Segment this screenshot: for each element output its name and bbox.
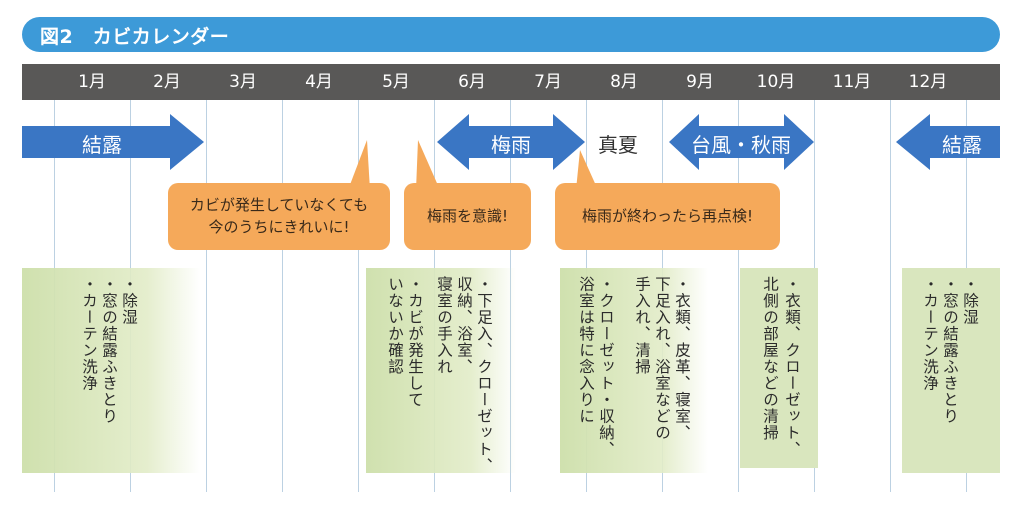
rainy-season-label: 梅雨 [491,133,531,157]
callout-after-rainy: 梅雨が終わったら再点検! [555,183,780,250]
midsummer-label: 真夏 [598,133,638,157]
month-label-feb: 2月 [153,72,181,92]
task-text-jan: ・除湿 [120,276,138,326]
typhoon-label: 台風・秋雨 [691,133,791,157]
task-text-sep: 手入れ、清掃 [633,276,651,375]
month-label-dec: 12月 [908,72,948,92]
task-text-jan: ・窓の結露ふきとり [100,276,118,425]
month-label-sep: 9月 [686,72,714,92]
task-text-dec: ・除湿 [961,276,979,326]
month-label-nov: 11月 [832,72,872,92]
typhoon-arrow [669,114,814,170]
task-panel-oct [740,268,818,468]
dew-arrow-left [22,114,204,170]
rainy-season-arrow [437,114,585,170]
callout-tail [576,150,598,190]
month-label-oct: 10月 [756,72,796,92]
grid-line [282,100,283,492]
task-text-oct: 北側の部屋などの清掃 [761,276,779,441]
grid-line [738,100,739,492]
callout-tail [416,140,440,190]
task-text-oct: ・衣類、クローゼット、 [783,276,801,458]
grid-line [206,100,207,492]
task-panel-dec [902,268,1000,473]
task-text-may: ・下足入、クローゼット、 [475,276,493,474]
task-text-may: いないか確認 [386,276,404,375]
month-label-jul: 7月 [534,72,562,92]
callout-spring: カビが発生していなくても 今のうちにきれいに! [168,183,390,250]
callout-rainy-text: 梅雨を意識! [426,206,508,225]
task-text-sep: 下足入れ、浴室などの [653,276,671,441]
callout-rainy: 梅雨を意識! [404,183,531,250]
task-text-sep: ・衣類、皮革、寝室、 [673,276,691,441]
month-label-aug: 8月 [610,72,638,92]
task-text-may: 寝室の手入れ [435,276,453,375]
grid-line [358,100,359,492]
task-text-may: 収納、浴室、 [455,276,473,375]
task-text-jan: ・カーテン洗浄 [80,276,98,392]
dew-label-right: 結露 [942,133,982,157]
task-text-dec: ・窓の結露ふきとり [941,276,959,425]
task-panel-jan [22,268,200,473]
callout-tail [348,140,370,190]
callout-spring-line1: カビが発生していなくても [189,195,369,214]
task-text-aug: 浴室は特に念入りに [577,276,595,425]
month-label-jun: 6月 [458,72,486,92]
task-panel-aug [560,268,708,473]
dew-label-left: 結露 [82,133,122,157]
figure-title: 図2 カビカレンダー [40,26,230,48]
month-label-mar: 3月 [229,72,257,92]
task-panel-may [366,268,516,473]
dew-arrow-right [896,114,1000,170]
month-header-bar [22,64,1000,100]
callout-after-rainy-text: 梅雨が終わったら再点検! [581,206,753,225]
title-bar [22,17,1000,52]
month-label-may: 5月 [382,72,410,92]
task-text-may: ・カビが発生して [406,276,424,408]
task-text-aug: ・クローゼット・収納、 [597,276,615,458]
grid-line [890,100,891,492]
task-text-dec: ・カーテン洗浄 [921,276,939,392]
month-label-jan: 1月 [78,72,106,92]
callout-spring-line2: 今のうちにきれいに! [208,217,350,236]
month-label-apr: 4月 [305,72,333,92]
